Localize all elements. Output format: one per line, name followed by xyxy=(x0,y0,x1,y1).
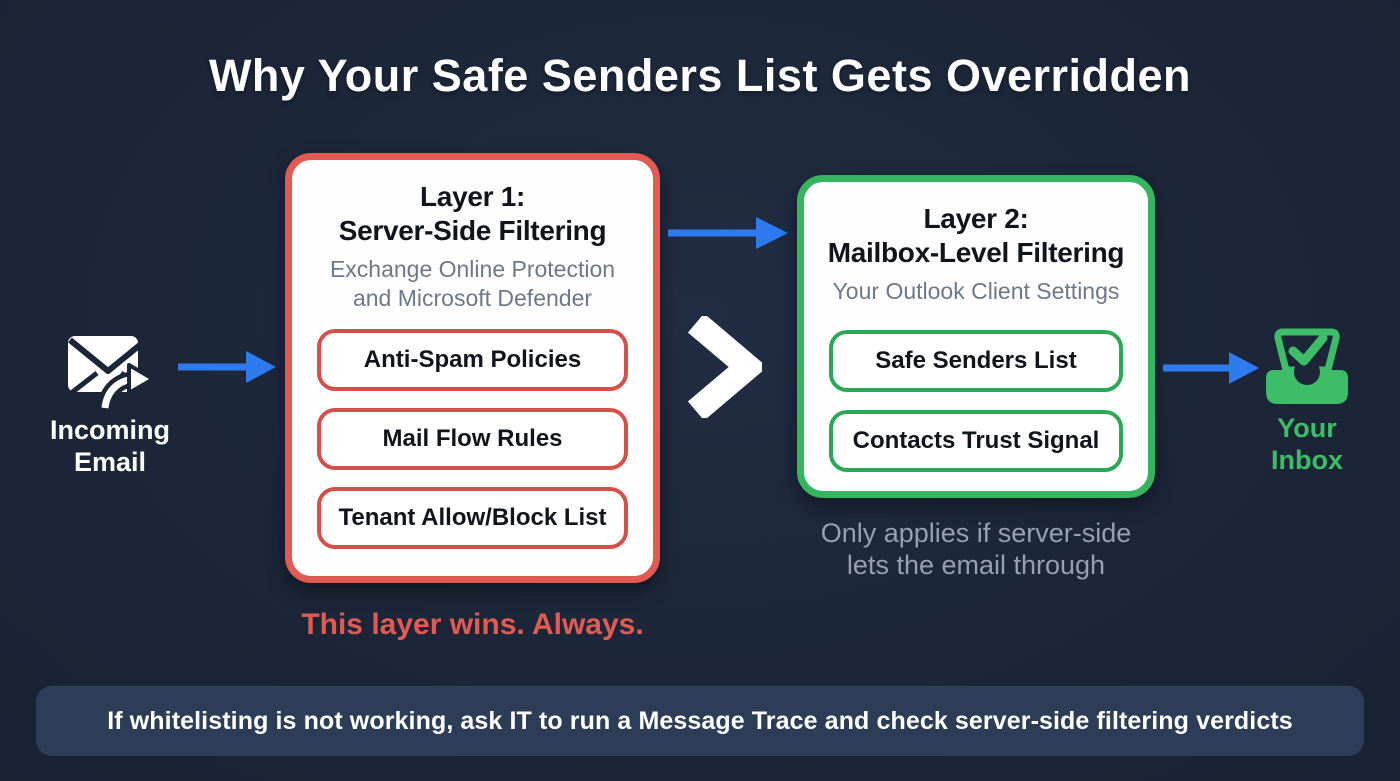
layer1-title: Layer 1: Server-Side Filtering xyxy=(338,181,607,246)
layer2-subtitle: Your Outlook Client Settings xyxy=(832,278,1120,305)
incoming-email-label: Incoming Email xyxy=(50,415,170,477)
arrow-right-icon-1 xyxy=(178,349,276,390)
layer1-subtitle: Exchange Online Protection and Microsoft… xyxy=(329,256,616,311)
your-inbox-group: Your Inbox xyxy=(1247,328,1367,477)
greater-than-symbol xyxy=(687,313,768,423)
inbox-check-icon xyxy=(1247,328,1367,413)
footer-note-text: If whitelisting is not working, ask IT t… xyxy=(107,706,1293,735)
layer1-item-mail-flow-rules: Mail Flow Rules xyxy=(317,407,628,470)
your-inbox-label: Your Inbox xyxy=(1271,413,1343,475)
incoming-email-group: Incoming Email xyxy=(40,328,180,479)
layer2-item-safe-senders-list: Safe Senders List xyxy=(829,329,1123,392)
page-title: Why Your Safe Senders List Gets Overridd… xyxy=(208,50,1192,101)
layer1-item-anti-spam-policies: Anti-Spam Policies xyxy=(317,328,628,391)
layer2-item-contacts-trust-signal: Contacts Trust Signal xyxy=(829,409,1123,472)
layer2-card: Layer 2: Mailbox-Level Filtering Your Ou… xyxy=(797,175,1155,498)
layer2-title: Layer 2: Mailbox-Level Filtering xyxy=(827,203,1125,268)
layer1-card: Layer 1: Server-Side Filtering Exchange … xyxy=(285,153,660,583)
incoming-email-icon xyxy=(40,328,180,415)
layer1-items: Anti-Spam Policies Mail Flow Rules Tenan… xyxy=(292,328,653,549)
footer-note-bar: If whitelisting is not working, ask IT t… xyxy=(36,686,1364,756)
arrow-right-icon-2 xyxy=(668,215,788,256)
layer1-caption: This layer wins. Always. xyxy=(301,608,644,641)
layer1-item-tenant-allow-block-list: Tenant Allow/Block List xyxy=(317,486,628,549)
arrow-right-icon-3 xyxy=(1163,350,1259,391)
layer2-items: Safe Senders List Contacts Trust Signal xyxy=(804,329,1148,472)
layer2-caption: Only applies if server-side lets the ema… xyxy=(820,518,1132,580)
